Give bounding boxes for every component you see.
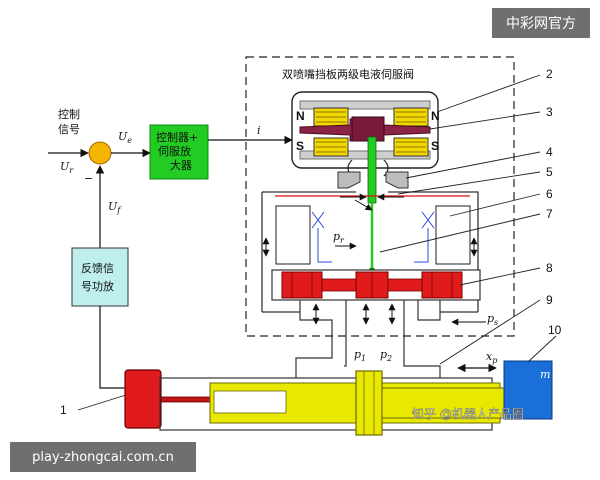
callout-7: 7 [546,207,553,221]
coil-top-left [313,107,349,127]
coil-bottom-left [313,137,349,157]
load-mass [503,360,553,420]
callout-2: 2 [546,67,553,81]
control-signal-label-2: 信号 [58,123,80,136]
feedback-label-2: 号功放 [81,279,114,293]
callout-9: 9 [546,293,553,307]
pole-n-left: N [296,109,305,123]
callout-6: 6 [546,187,553,201]
credit-watermark: 知乎 @机器人产品圈 [412,407,524,421]
pr-label: pr [333,230,345,245]
line-p1-to-cylinder [295,345,333,378]
left-chamber [275,205,311,265]
ps-label: ps [487,312,498,327]
callout-5: 5 [546,165,553,179]
flapper [367,136,377,204]
spool-stem-right [387,278,423,292]
p1-label: p1 [354,348,366,363]
pole-n-right: N [431,109,440,123]
uf-label: Uf [108,200,122,215]
spool-land-right [421,271,463,299]
pole-s-left: S [296,139,304,153]
feedback-label-1: 反馈信 [81,262,114,275]
pilot-pressure-arrow [354,199,373,211]
feedback-amplifier-box [71,247,129,307]
control-signal-label-1: 控制 [58,107,80,121]
position-sensor [124,369,162,429]
controller-amplifier-box [149,124,209,180]
callout-10: 10 [548,323,562,337]
upper-pole-piece [299,100,431,110]
sensor-feedback-line [99,306,125,389]
footer-url-badge: play-zhongcai.com.cn [10,442,196,472]
callout-8: 8 [546,261,553,275]
top-right-watermark-badge: 中彩网官方 [492,8,590,38]
pilot-body-outline [261,191,479,313]
spool-stem-left [321,278,357,292]
callout-3: 3 [546,105,553,119]
servo-valve-title: 双喷嘴挡板两级电液伺服阀 [282,67,414,81]
inner-channel-right [414,228,429,263]
p2-label: p2 [380,348,392,363]
minus-sign: − [84,172,93,185]
servo-valve-boundary [245,56,515,337]
cylinder-piston [355,370,383,436]
nozzle-block-right [385,171,409,189]
current-label: i [257,124,261,137]
controller-label-1: 控制器+ [156,130,198,144]
nozzle-block-left [337,171,361,189]
cylinder-rod-hollow [213,390,287,414]
valve-lower-ports [299,300,441,345]
lower-pole-piece [299,150,431,160]
pole-s-right: S [431,139,439,153]
spool-land-left [281,271,323,299]
mass-label: m [540,368,550,381]
callout-leaders [77,74,557,411]
inner-channel-left [317,228,332,263]
callout-4: 4 [546,145,553,159]
coil-top-right [393,107,429,127]
line-return [403,345,441,378]
left-orifice [311,211,325,229]
ur-label: Ur [60,160,74,175]
xp-label: xp [486,350,497,365]
controller-label-3: 大器 [170,158,192,172]
summing-junction [88,141,112,165]
controller-label-2: 伺服放 [158,144,191,158]
right-orifice [421,211,435,229]
coil-bottom-right [393,137,429,157]
piston-rod [381,387,505,419]
line-p2-to-cylinder [344,345,347,367]
callout-1: 1 [60,403,67,417]
ue-label: Ue [118,130,132,145]
